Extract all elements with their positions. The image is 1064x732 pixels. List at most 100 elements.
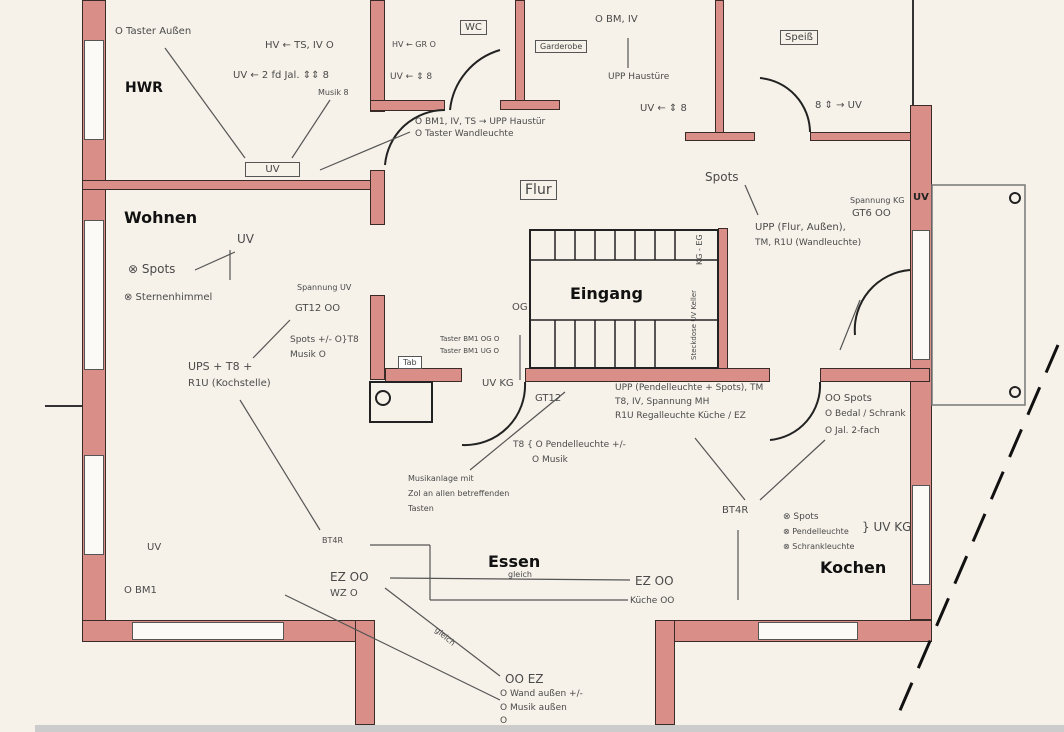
note: O BM, IV <box>595 14 638 25</box>
note: O Wand außen +/- <box>500 689 583 699</box>
note: UV ← ⇕ 8 <box>390 72 433 82</box>
note: UV ← ⇕ 8 <box>640 103 687 114</box>
note: ⊗ Sternenhimmel <box>124 292 213 303</box>
note: OG <box>512 302 528 313</box>
note: WZ O <box>330 588 358 599</box>
outer-box <box>931 184 1026 406</box>
note: Zol an allen betreffenden <box>408 489 510 498</box>
note: TM, R1U (Wandleuchte) <box>755 238 862 248</box>
note: KG - EG <box>695 234 704 265</box>
door-arc-right <box>853 269 911 336</box>
note: 8 ⇕ → UV <box>815 100 862 111</box>
note: UPP (Pendelleuchte + Spots), TM <box>615 383 764 393</box>
door-arc-kitchen-left <box>461 381 527 447</box>
note: UV ← 2 fd Jal. ⇕⇕ 8 <box>233 70 329 81</box>
note: Spots <box>705 170 739 184</box>
wall-wc-bottom <box>370 100 445 111</box>
window-right-1 <box>912 230 930 360</box>
note: Musik O <box>290 350 326 360</box>
wall-bottom-left-v <box>355 620 375 725</box>
note: UPS + T8 + <box>188 360 253 373</box>
note: Tasten <box>408 504 434 513</box>
note: Musik 8 <box>318 88 349 97</box>
note: O Musik <box>532 455 568 465</box>
dashed-boundary <box>893 344 1060 723</box>
window-left-3 <box>84 455 104 555</box>
note: Spots +/- O}T8 <box>290 335 359 345</box>
note: O Jal. 2-fach <box>825 426 880 436</box>
note: T8 { O Pendelleuchte +/- <box>513 440 626 450</box>
note: UPP (Flur, Außen), <box>755 222 846 233</box>
note: } UV KG <box>862 520 912 534</box>
wall-bottom-right-v <box>655 620 675 725</box>
window-bottom <box>132 622 284 640</box>
note: Küche OO <box>630 596 675 606</box>
note: OO Spots <box>825 393 872 404</box>
wall-wohnen-right <box>370 295 385 380</box>
room-label-speis: Speiß <box>780 30 818 45</box>
room-label-wohnen: Wohnen <box>124 208 198 227</box>
left-line <box>45 405 82 407</box>
window-left-2 <box>84 220 104 370</box>
note: O Bedal / Schrank <box>825 409 906 419</box>
room-label-essen: Essen <box>488 552 541 571</box>
kitchen-unit <box>369 381 433 423</box>
wall-speis-t <box>685 132 755 141</box>
note: BT4R <box>322 536 344 545</box>
room-label-garderobe: Garderobe <box>535 40 588 53</box>
note: O BM1 <box>124 585 157 596</box>
note: ⊗ Spots <box>128 262 176 276</box>
note: UV <box>913 192 929 203</box>
room-label-wc: WC <box>460 20 487 35</box>
room-label-flur: Flur <box>520 180 557 200</box>
door-arc-speis <box>759 77 811 133</box>
note: gleich <box>508 570 532 579</box>
window-left-1 <box>84 40 104 140</box>
note: EZ OO <box>330 570 369 584</box>
note: ⊗ Spots <box>783 512 819 522</box>
wall-hwr-right-top <box>370 0 385 112</box>
note: R1U (Kochstelle) <box>188 378 271 389</box>
note: R1U Regalleuchte Küche / EZ <box>615 411 746 421</box>
note: BT4R <box>722 505 749 516</box>
note: UV <box>147 542 162 553</box>
stairs <box>529 229 719 369</box>
note: ⊗ Pendelleuchte <box>783 527 849 536</box>
note: Taster BM1 OG O <box>440 335 500 343</box>
wall-hwr-right-mid <box>370 170 385 225</box>
door-arc-gard <box>449 49 501 111</box>
wall-gard-bottom <box>500 100 560 110</box>
window-bottom-right <box>758 622 858 640</box>
note: O Taster Wandleuchte <box>415 129 514 139</box>
room-label-hwr: HWR <box>125 80 163 96</box>
window-right-2 <box>912 485 930 585</box>
note: O Musik außen <box>500 703 567 713</box>
note: T8, IV, Spannung MH <box>615 397 710 407</box>
note: EZ OO <box>635 574 674 588</box>
wall-right-line <box>912 0 914 105</box>
note: HV ← TS, IV O <box>265 40 334 51</box>
bottom-border <box>35 725 1064 732</box>
note: O BM1, IV, TS → UPP Haustür <box>415 117 546 127</box>
room-label-eingang: Eingang <box>570 284 643 303</box>
note: OO EZ <box>505 672 544 686</box>
note: Spannung UV <box>297 283 352 292</box>
tab-box: Tab <box>398 356 422 369</box>
note: ⊗ Schrankleuchte <box>783 542 855 551</box>
note: Musikanlage mit <box>408 474 474 483</box>
note: HV ← GR O <box>392 40 436 49</box>
note: O <box>500 716 508 726</box>
note: Steckdose UV Keller <box>690 289 698 360</box>
note: UV KG <box>482 378 514 389</box>
wall-kitchen-top-right <box>820 368 930 382</box>
door-arc-kitchen-right <box>769 381 822 441</box>
room-label-kochen: Kochen <box>820 558 887 577</box>
door-arc-wc <box>384 108 446 166</box>
note: GT12 <box>535 393 562 404</box>
uv-box: UV <box>245 162 300 177</box>
note: O Taster Außen <box>115 26 192 37</box>
note: Taster BM1 UG O <box>440 347 500 355</box>
note: UPP Haustüre <box>608 72 670 82</box>
note: GT12 OO <box>295 303 341 314</box>
